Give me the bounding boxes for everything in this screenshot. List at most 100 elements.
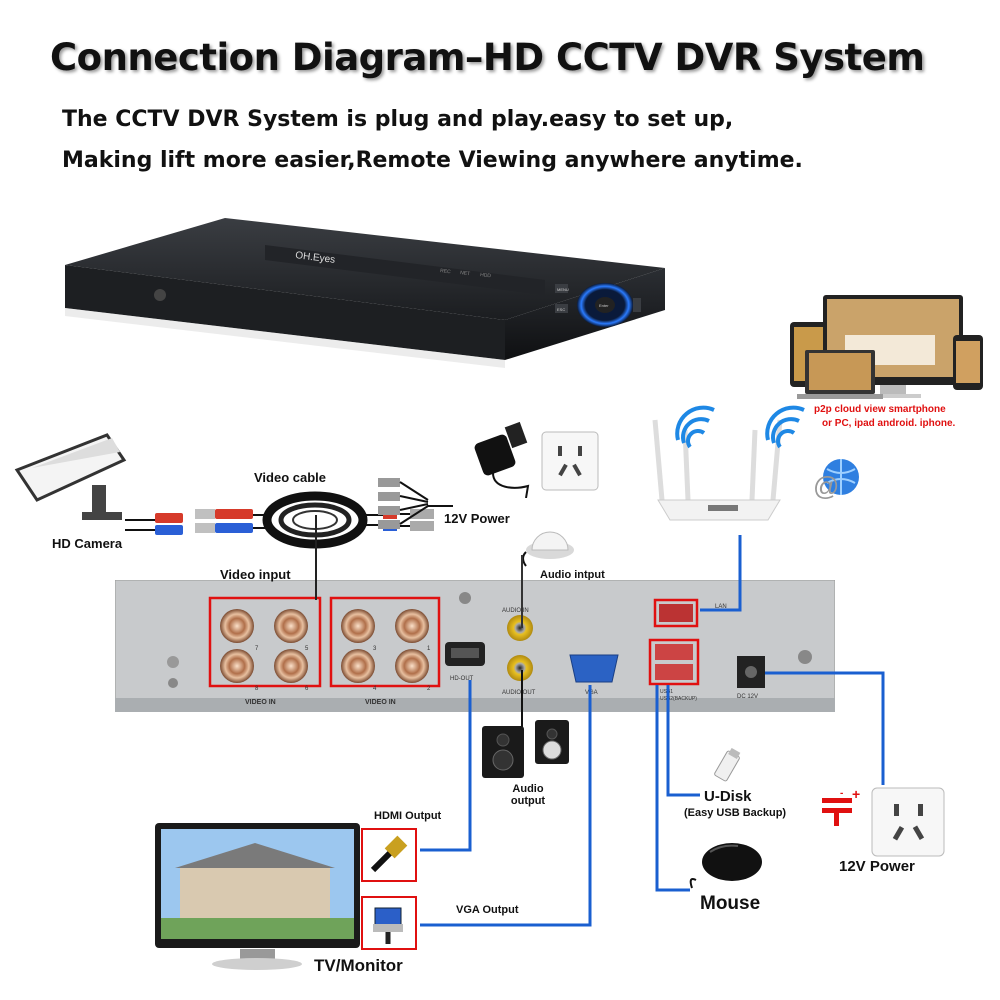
esc-button bbox=[555, 304, 568, 313]
screw-icon bbox=[459, 592, 471, 604]
ground-icon bbox=[168, 678, 178, 688]
wifi-icon-right bbox=[765, 405, 805, 449]
usb-drive-icon bbox=[714, 748, 741, 782]
bnc-port[interactable] bbox=[341, 609, 375, 643]
power-right-label: 12V Power bbox=[839, 858, 915, 875]
wifi-router bbox=[652, 405, 805, 521]
bnc-number: 7 bbox=[255, 646, 259, 652]
enter-button-label: Enter bbox=[599, 303, 609, 308]
bnc-number: 3 bbox=[373, 646, 377, 652]
svg-text:+: + bbox=[852, 786, 860, 802]
hdmi-output-label: HDMI Output bbox=[374, 810, 442, 822]
screw-icon bbox=[798, 650, 812, 664]
video-in-group-right bbox=[329, 596, 441, 688]
audio-input-label: Audio intput bbox=[540, 569, 605, 581]
audio-out-port[interactable] bbox=[507, 655, 533, 681]
bnc-port[interactable] bbox=[220, 609, 254, 643]
indicator-rec: REC bbox=[440, 268, 452, 275]
usb2-label: USB2(BACKUP) bbox=[660, 696, 697, 702]
enter-button bbox=[595, 297, 615, 313]
bnc-number: 8 bbox=[255, 686, 259, 692]
video-in-group-left bbox=[208, 596, 322, 688]
router-antenna bbox=[652, 419, 665, 501]
bnc-connector-blue bbox=[155, 525, 183, 535]
vga-port[interactable] bbox=[569, 654, 619, 683]
mouse-line bbox=[655, 685, 690, 892]
email-icon: @ bbox=[813, 471, 839, 501]
svg-text:-: - bbox=[840, 788, 843, 799]
tv-monitor-label: TV/Monitor bbox=[314, 956, 403, 975]
hdmi-cable-icon bbox=[370, 835, 408, 873]
hd-camera-label: HD Camera bbox=[52, 536, 123, 551]
dvr-rear-panel: 7 5 8 6 3 1 4 2 VIDEO IN VIDEO IN AUDIO … bbox=[115, 580, 835, 712]
tv-monitor-icon bbox=[155, 823, 360, 970]
bnc-port[interactable] bbox=[395, 649, 429, 683]
lan-port[interactable] bbox=[659, 604, 693, 622]
udisk-note: (Easy USB Backup) bbox=[684, 807, 787, 819]
esc-button-label: ESC bbox=[557, 307, 565, 312]
p2p-text-line-1: p2p cloud view smartphone bbox=[814, 404, 946, 415]
hd-camera-icon bbox=[14, 433, 127, 520]
audio-in-port[interactable] bbox=[507, 615, 533, 641]
usb-port-2[interactable] bbox=[655, 664, 693, 680]
lan-line bbox=[700, 535, 742, 612]
dvr-brand: OH.Eyes bbox=[295, 250, 336, 266]
dc-symbol-icon: + - bbox=[822, 786, 860, 826]
rca-connector-red bbox=[155, 513, 183, 523]
speakers-icon bbox=[482, 720, 569, 778]
dvr-side bbox=[65, 265, 505, 360]
power-top-label: 12V Power bbox=[444, 511, 510, 526]
power-line bbox=[765, 671, 885, 785]
video-cable-label: Video cable bbox=[254, 470, 327, 485]
menu-button-label: MENU bbox=[557, 287, 569, 292]
power-splitter-cable bbox=[378, 478, 453, 529]
wall-outlet-icon bbox=[541, 431, 599, 491]
subtitle-line-2: Making lift more easier,Remote Viewing a… bbox=[62, 148, 803, 173]
bnc-connector bbox=[410, 521, 434, 531]
dvr-front-unit: OH.Eyes REC NET HDD MENU ESC Enter bbox=[65, 218, 665, 368]
bnc-number: 1 bbox=[427, 646, 431, 652]
usb-port-1[interactable] bbox=[655, 644, 693, 660]
audio-in-label: AUDIO IN bbox=[502, 608, 529, 614]
vga-output-box bbox=[361, 896, 417, 950]
indicator-hdd: HDD bbox=[480, 272, 492, 279]
udisk-label: U-Disk bbox=[704, 788, 752, 805]
bnc-port[interactable] bbox=[341, 649, 375, 683]
bnc-port[interactable] bbox=[274, 649, 308, 683]
remote-view-devices bbox=[790, 295, 983, 399]
bnc-port[interactable] bbox=[220, 649, 254, 683]
menu-button bbox=[555, 284, 568, 293]
wifi-icon-left bbox=[675, 405, 715, 449]
video-in-label-right: VIDEO IN bbox=[365, 699, 396, 706]
bnc-connector-blue bbox=[215, 523, 253, 533]
video-in-label-left: VIDEO IN bbox=[245, 699, 276, 706]
ground-screw-icon bbox=[167, 656, 179, 668]
screw-icon bbox=[154, 289, 166, 301]
audio-output-label: Audio output bbox=[510, 783, 546, 807]
udisk-line bbox=[666, 685, 700, 797]
microphone-icon bbox=[522, 531, 574, 567]
page-title: Connection Diagram–HD CCTV DVR System bbox=[50, 36, 925, 79]
power-adapter-icon bbox=[474, 421, 530, 498]
bnc-number: 6 bbox=[305, 686, 309, 692]
hdmi-output-box bbox=[361, 828, 417, 882]
bnc-connector bbox=[410, 509, 434, 519]
lan-label: LAN bbox=[715, 604, 727, 610]
p2p-text-line-2: or PC, ipad android. iphone. bbox=[822, 418, 956, 429]
dc-label: DC 12V bbox=[737, 694, 758, 700]
mouse-icon bbox=[689, 843, 762, 889]
lan-highlight bbox=[653, 598, 699, 628]
vga-cable-icon bbox=[373, 907, 403, 944]
bnc-number: 5 bbox=[305, 646, 309, 652]
hdmi-output-line bbox=[420, 680, 472, 852]
internet-globe-icon: @ bbox=[813, 459, 859, 501]
bnc-number: 2 bbox=[427, 686, 431, 692]
subtitle-line-1: The CCTV DVR System is plug and play.eas… bbox=[62, 107, 734, 132]
hd-out-label: HD-OUT bbox=[450, 676, 474, 682]
rca-connector-red bbox=[215, 509, 253, 519]
vga-output-line bbox=[420, 685, 592, 927]
usb-highlight bbox=[648, 638, 700, 686]
bnc-port[interactable] bbox=[274, 609, 308, 643]
bnc-port[interactable] bbox=[395, 609, 429, 643]
